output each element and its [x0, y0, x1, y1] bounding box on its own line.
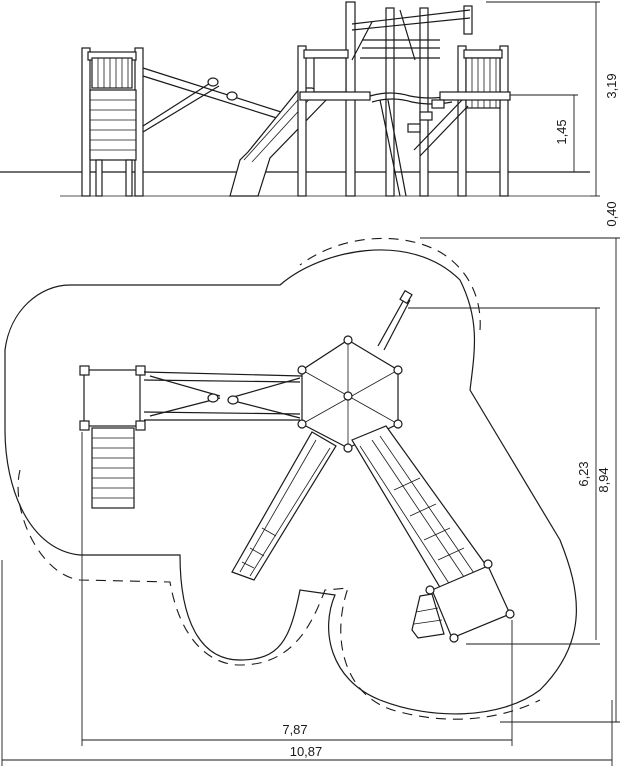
- safety-zone-outline: [4, 249, 577, 715]
- ladder: [89, 89, 137, 161]
- plan-view: [1, 237, 620, 766]
- dimension-label-platform-height: 1,45: [554, 119, 569, 144]
- elevation-dimensions: [486, 1, 600, 197]
- dimension-label-height-total: 3,19: [604, 73, 619, 98]
- plan-dimensions: [1, 237, 620, 766]
- dimension-label-width-outer: 8,94: [596, 467, 611, 492]
- slide-plan: [231, 431, 337, 581]
- left-tower-plan: [79, 365, 146, 509]
- right-tower: [407, 45, 511, 197]
- central-hexagon-roof: [297, 289, 413, 453]
- central-tower: [297, 1, 473, 197]
- cross-beams: [142, 67, 301, 133]
- left-tower: [81, 47, 144, 197]
- dimension-label-foundation-depth: 0,40: [604, 201, 619, 226]
- ramp-plan: [351, 425, 489, 595]
- elevation-view: [0, 1, 600, 197]
- cross-beams-plan: [143, 371, 303, 421]
- dimension-label-width-inner: 6,23: [576, 461, 591, 486]
- slide-elevation: [229, 87, 332, 197]
- dimension-label-length-outer: 10,87: [290, 744, 323, 759]
- dimension-label-length-inner: 7,87: [282, 722, 307, 737]
- impact-area-dashed: [17, 237, 541, 720]
- end-platform-plan: [411, 559, 515, 643]
